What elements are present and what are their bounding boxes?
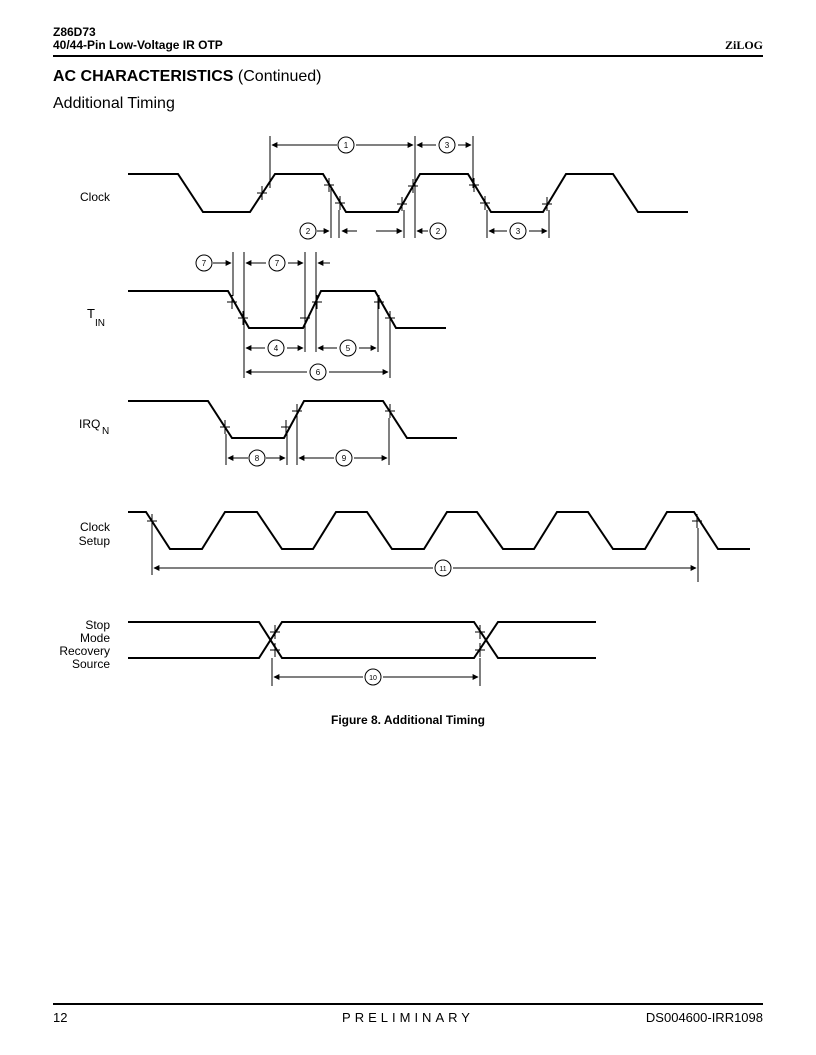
tin-dimensions <box>213 260 389 375</box>
clock-setup-waveform <box>128 511 750 550</box>
document-id: DS004600-IRR1098 <box>645 1010 763 1025</box>
clock-ticks <box>257 178 552 211</box>
param-9: 9 <box>342 454 347 463</box>
param-7a: 7 <box>202 259 207 268</box>
param-11: 11 <box>439 566 446 573</box>
label-tin-sub: IN <box>95 318 105 329</box>
param-2b: 2 <box>436 227 441 236</box>
label-stop-4: Source <box>72 657 110 671</box>
param-10: 10 <box>369 675 377 682</box>
param-3b: 3 <box>516 227 521 236</box>
param-6: 6 <box>316 368 321 377</box>
irq-ticks <box>220 404 395 434</box>
clock-waveform <box>128 173 688 213</box>
param-8: 8 <box>255 454 260 463</box>
param-1: 1 <box>344 141 349 150</box>
page-number: 12 <box>53 1010 68 1025</box>
part-description: 40/44-Pin Low-Voltage IR OTP <box>53 38 223 52</box>
label-stop-2: Mode <box>80 631 110 645</box>
section-title: AC CHARACTERISTICS (Continued) <box>53 67 322 87</box>
label-tin: T <box>87 306 95 321</box>
label-clock: Clock <box>80 190 111 204</box>
label-clock-setup-2: Setup <box>79 534 111 548</box>
clock-setup-extension-lines <box>151 528 699 582</box>
label-irq-sub: N <box>102 426 109 437</box>
section-title-continued: (Continued) <box>237 68 322 85</box>
param-3a: 3 <box>445 141 450 150</box>
section-subtitle: Additional Timing <box>53 95 175 112</box>
tin-extension-lines <box>232 252 391 378</box>
figure-caption: Figure 8. Additional Timing <box>330 713 485 727</box>
param-circles <box>195 136 527 686</box>
param-7b: 7 <box>275 259 280 268</box>
smr-ticks <box>270 625 485 657</box>
smr-top-waveform <box>128 621 596 659</box>
param-2a: 2 <box>306 227 311 236</box>
smr-extension-lines <box>271 658 481 686</box>
label-stop-1: Stop <box>85 618 110 632</box>
irq-waveform <box>128 400 457 439</box>
label-clock-setup-1: Clock <box>80 520 111 534</box>
param-numbers: 1 2 2 3 3 7 7 4 5 6 8 9 11 10 <box>202 141 521 682</box>
header-rule <box>53 55 763 57</box>
smr-bottom-waveform <box>128 621 596 659</box>
brand-logo: ZiLOG <box>724 38 763 52</box>
section-title-main: AC CHARACTERISTICS <box>53 68 234 85</box>
clock-setup-ticks <box>147 514 702 528</box>
label-stop-3: Recovery <box>59 644 110 658</box>
footer-rule <box>53 1003 763 1005</box>
clock-extension-lines <box>269 136 550 238</box>
tin-waveform <box>128 290 446 329</box>
document-status: PRELIMINARY <box>342 1010 474 1025</box>
clock-dimensions <box>271 142 548 234</box>
part-number: Z86D73 <box>53 25 96 39</box>
irq-extension-lines <box>225 418 390 465</box>
param-4: 4 <box>274 344 279 353</box>
label-tin-main: T <box>87 306 95 321</box>
label-irq: IRQ <box>79 417 100 431</box>
timing-diagram: Clock T IN IRQ N Clock Setup Stop Mode R… <box>59 136 750 686</box>
param-5: 5 <box>346 344 351 353</box>
